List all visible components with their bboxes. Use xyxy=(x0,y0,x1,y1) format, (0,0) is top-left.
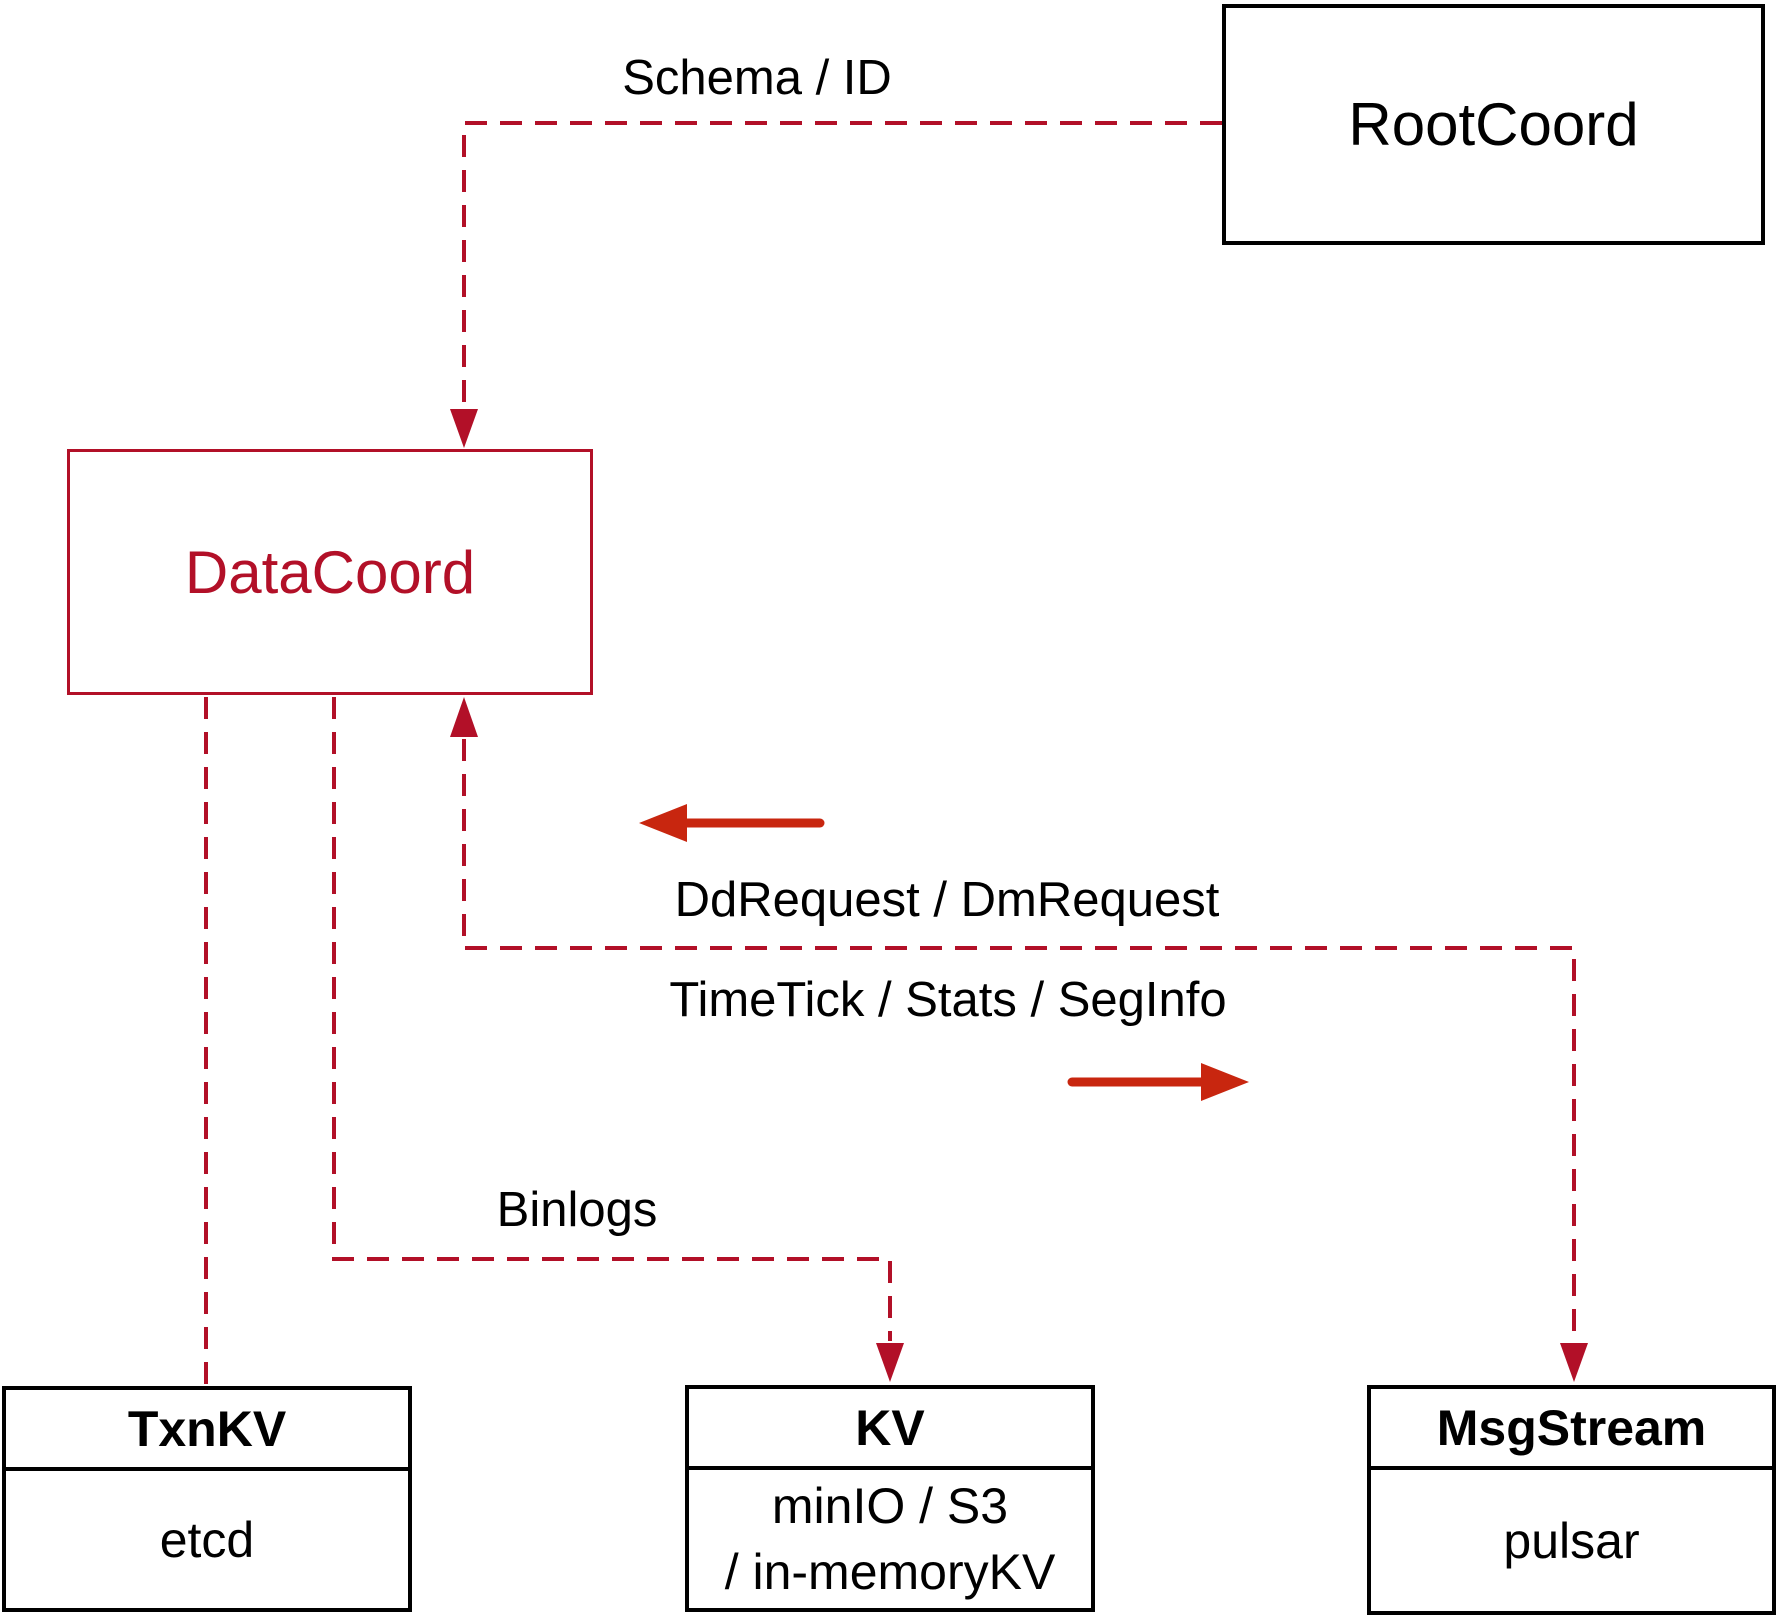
node-msgstream-body-text: pulsar xyxy=(1503,1512,1640,1569)
msgstream-down-arrowhead xyxy=(1560,1343,1588,1382)
node-kv-body-line2: / in-memoryKV xyxy=(724,1544,1056,1600)
binlogs-arrowhead xyxy=(876,1343,904,1382)
schema-id-arrowhead xyxy=(450,409,478,448)
node-kv-body-line1: minIO / S3 xyxy=(771,1478,1009,1534)
ddrequest-timetick-wire xyxy=(462,739,1576,1341)
node-rootcoord-label: RootCoord xyxy=(1348,91,1639,158)
node-txnkv-body-text: etcd xyxy=(159,1511,255,1568)
node-txnkv-header: TxnKV xyxy=(6,1390,408,1471)
edge-label-timetick-stats-seginfo: TimeTick / Stats / SegInfo xyxy=(669,973,1227,1027)
node-kv-body: minIO / S3 / in-memoryKV xyxy=(689,1470,1091,1608)
datacoord-up-arrowhead xyxy=(450,697,478,737)
node-msgstream-header: MsgStream xyxy=(1371,1389,1772,1470)
node-msgstream-body: pulsar xyxy=(1371,1470,1772,1611)
schema-id-wire xyxy=(462,121,1222,407)
node-msgstream: MsgStream pulsar xyxy=(1367,1385,1776,1615)
edge-label-binlogs: Binlogs xyxy=(496,1183,658,1237)
node-txnkv-body: etcd xyxy=(6,1471,408,1608)
node-kv-header: KV xyxy=(689,1389,1091,1470)
edge-label-schema-id: Schema / ID xyxy=(622,51,892,105)
binlogs-wire xyxy=(332,697,892,1341)
node-txnkv: TxnKV etcd xyxy=(2,1386,412,1612)
node-kv: KV minIO / S3 / in-memoryKV xyxy=(685,1385,1095,1612)
node-datacoord-label: DataCoord xyxy=(184,538,476,606)
node-datacoord: DataCoord xyxy=(67,449,593,695)
node-rootcoord: RootCoord xyxy=(1222,4,1765,245)
edge-label-ddrequest-dmrequest: DdRequest / DmRequest xyxy=(674,873,1220,927)
right-direction-arrow-head xyxy=(1201,1063,1249,1101)
left-direction-arrow-head xyxy=(639,804,687,842)
